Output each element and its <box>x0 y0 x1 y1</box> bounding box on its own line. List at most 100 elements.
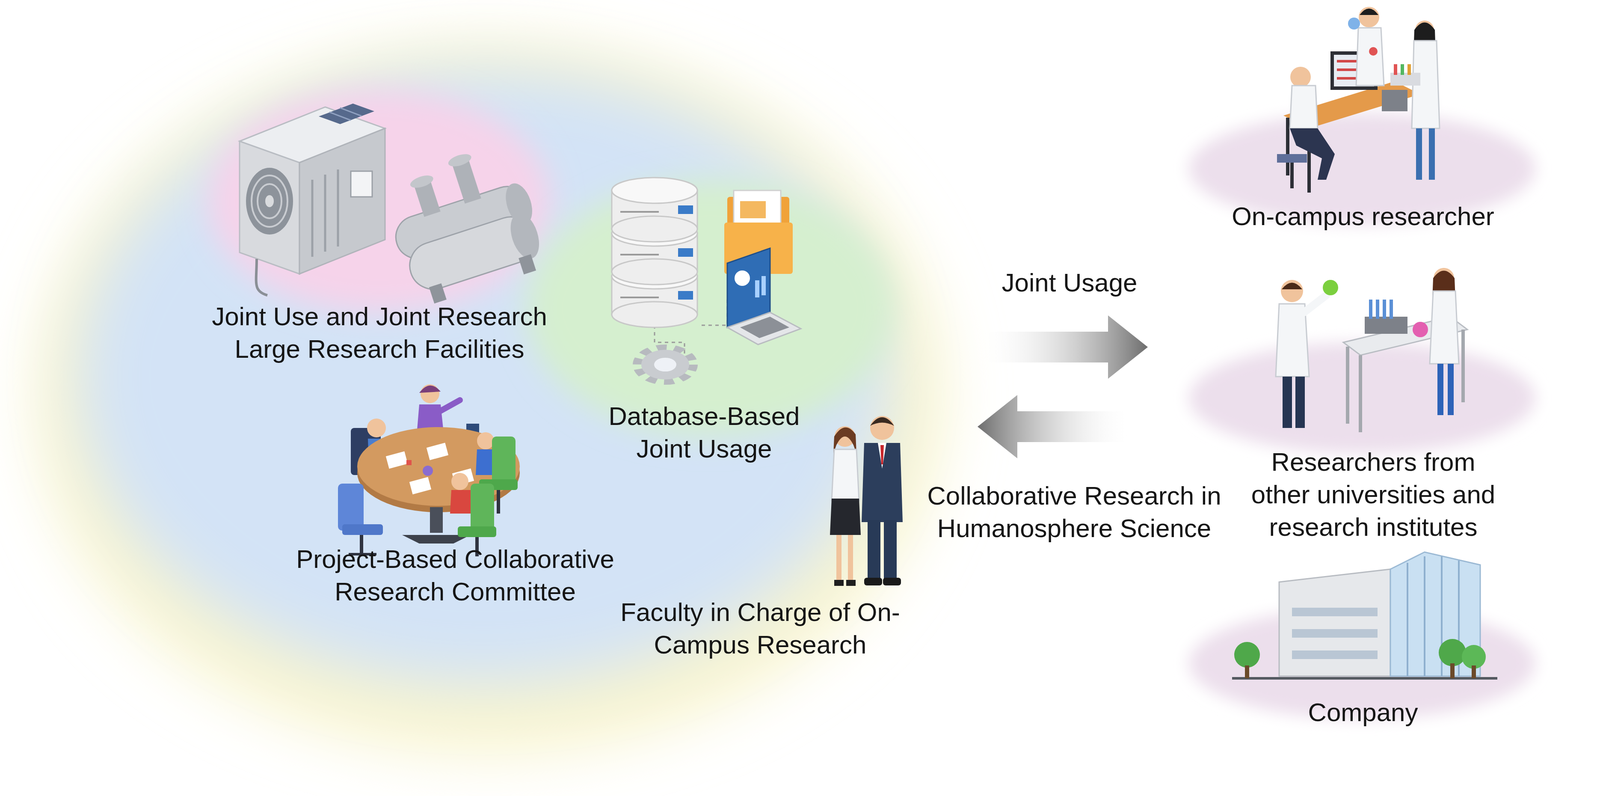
on-campus-lab-part <box>1277 154 1307 163</box>
committee-label: Project-Based Collaborative Research Com… <box>277 542 633 608</box>
node-text: Database-Based Joint Usage <box>588 400 820 466</box>
laptop-icon-part <box>727 312 801 345</box>
external-lab-part <box>1345 346 1350 424</box>
faculty-figures-part <box>829 498 861 535</box>
on-campus-lab-part <box>1407 64 1411 75</box>
background-region <box>36 42 944 753</box>
facility-chiller-part-part <box>408 172 436 190</box>
node-text: Company <box>1277 696 1449 729</box>
facility-chiller-part <box>376 138 552 309</box>
database-icon-part <box>611 301 698 328</box>
company-building <box>1232 551 1498 679</box>
database-icon-part <box>620 210 659 213</box>
facility-machine-part <box>245 167 294 235</box>
meeting-illustration-part <box>406 459 412 466</box>
actor-ground-part <box>1188 342 1536 454</box>
faculty-figures-part <box>867 519 881 580</box>
meeting-illustration-part <box>426 442 449 461</box>
external-lab-part <box>1358 355 1363 433</box>
external-lab-part <box>1437 363 1444 415</box>
company-building-part <box>1291 607 1378 617</box>
database-icon-part <box>678 205 694 214</box>
external-lab-part <box>1295 376 1305 428</box>
arrow-right <box>979 315 1148 379</box>
database-icon-part <box>611 177 698 204</box>
meeting-illustration-part <box>337 483 383 555</box>
company-building-part <box>1450 663 1455 679</box>
database-icon-part <box>620 296 659 299</box>
faculty-figures-part <box>870 415 895 440</box>
meeting-illustration <box>337 384 520 557</box>
external-lab-part <box>1375 299 1380 319</box>
external-lab-part <box>1447 363 1454 415</box>
facility-machine-part <box>256 258 268 296</box>
laptop-icon <box>727 248 801 345</box>
company-building-part <box>1438 638 1467 667</box>
faculty-figures-part <box>880 444 884 465</box>
gear-icon <box>638 348 692 382</box>
meeting-illustration-part <box>367 418 386 438</box>
gear-icon-part-part <box>654 357 677 372</box>
faculty-figures-part <box>831 449 860 501</box>
facility-machine-part <box>318 103 375 125</box>
company-building-part <box>1471 665 1476 679</box>
meeting-illustration-part-part <box>470 483 495 531</box>
meeting-illustration-part-part <box>342 524 383 535</box>
facility-machine-part <box>340 107 362 116</box>
database-icon-part <box>678 248 694 257</box>
database-icon-part <box>611 258 698 285</box>
faculty-figures-part <box>883 519 897 580</box>
company-building-part <box>1461 644 1486 669</box>
external-lab-part <box>1412 321 1429 338</box>
external-lab-part <box>1303 295 1327 313</box>
on-campus-lab-part <box>1289 85 1318 129</box>
node-text: On-campus researcher <box>1208 200 1518 233</box>
actor-ground <box>1188 112 1536 719</box>
meeting-illustration-part <box>422 465 433 476</box>
on-campus-lab-part <box>1290 162 1294 189</box>
database-icon-part <box>611 216 698 242</box>
on-campus-lab-part <box>1400 64 1405 75</box>
facility-machine-part <box>265 195 274 208</box>
background-region-part <box>208 89 551 313</box>
external-lab-part <box>1429 290 1459 364</box>
meeting-illustration-part <box>450 472 497 557</box>
facility-chiller-part-part <box>446 151 473 169</box>
meeting-illustration-part <box>357 426 520 506</box>
gear-icon-part-part <box>638 348 692 382</box>
company-building-part <box>1279 568 1391 676</box>
on-campus-lab-part <box>1393 64 1398 75</box>
facility-machine-part <box>337 169 340 247</box>
background-region-part <box>526 179 895 437</box>
arrow-left <box>977 394 1133 459</box>
laptop-icon-part <box>734 270 750 286</box>
faculty-figures-part <box>882 577 901 586</box>
meeting-illustration-part-part <box>477 432 495 450</box>
faculty-label: Faculty in Charge of On-Campus Research <box>619 595 902 661</box>
facility-chiller-part-part <box>505 209 545 263</box>
arrow-label: Collaborative Research in Humanosphere S… <box>915 479 1233 545</box>
company-building-part <box>1423 556 1426 676</box>
company-building-part <box>1406 562 1409 676</box>
meeting-illustration-part-part <box>337 483 364 531</box>
facility-machine-part <box>350 171 373 197</box>
on-campus-lab-part <box>1285 117 1290 176</box>
meeting-illustration-part-part <box>496 489 501 514</box>
arrow-left-part <box>977 394 1133 459</box>
faculty-figures-part <box>834 579 844 586</box>
external-lab-part <box>1322 279 1339 296</box>
background-region-part <box>36 42 944 753</box>
node-text: Faculty in Charge of On-Campus Research <box>619 595 902 661</box>
actor-label: Researchers from other universities and … <box>1241 445 1506 544</box>
facility-machine-part <box>324 174 327 252</box>
laptop-icon-part <box>755 280 760 298</box>
on-campus-lab-part <box>1290 66 1311 88</box>
external-lab-part <box>1280 279 1304 303</box>
external-lab-part <box>1368 299 1373 319</box>
faculty-figures <box>829 415 903 586</box>
node-text: Researchers from other universities and … <box>1241 445 1506 544</box>
arrow-right-part <box>979 315 1148 379</box>
meeting-illustration-part-part <box>491 436 516 484</box>
